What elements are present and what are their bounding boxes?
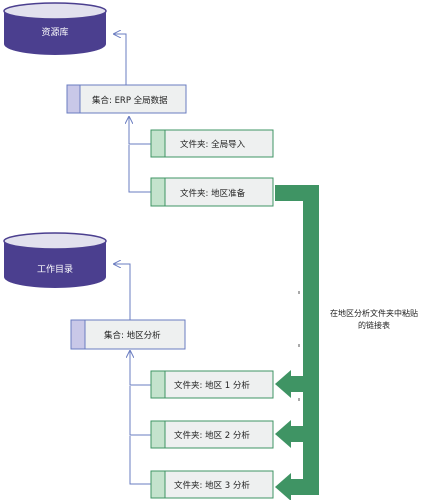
work-directory-cylinder: 工作目录	[3, 232, 107, 288]
connectors-top	[114, 34, 151, 193]
paste-annotation: 在地区分析文件夹中粘贴 的链接表	[330, 308, 418, 330]
paste-link-arrow	[275, 185, 319, 500]
collection-label: 集合: 地区分析	[104, 330, 161, 341]
folder-region-2-analysis[interactable]: 文件夹: 地区 2 分析	[150, 420, 274, 449]
annotation-line-1: 在地区分析文件夹中粘贴	[330, 308, 418, 318]
connectors-bottom	[114, 264, 151, 485]
folder-label: 文件夹: 全局导入	[180, 139, 246, 150]
collection-label: 集合: ERP 全局数据	[92, 95, 168, 106]
collection-region-analysis[interactable]: 集合: 地区分析	[70, 319, 186, 350]
folder-label: 文件夹: 地区 2 分析	[174, 430, 250, 441]
repository-label: 资源库	[41, 26, 68, 38]
work-directory-label: 工作目录	[37, 263, 73, 275]
annotation-line-2: 的链接表	[358, 320, 390, 330]
folder-label: 文件夹: 地区 3 分析	[174, 480, 250, 491]
folder-region-3-analysis[interactable]: 文件夹: 地区 3 分析	[150, 470, 274, 499]
folder-region-1-analysis[interactable]: 文件夹: 地区 1 分析	[150, 370, 274, 399]
folder-label: 文件夹: 地区 1 分析	[174, 380, 250, 391]
collection-erp-global[interactable]: 集合: ERP 全局数据	[66, 84, 187, 114]
folder-global-import[interactable]: 文件夹: 全局导入	[150, 129, 274, 158]
repository-cylinder-top: 资源库	[3, 2, 107, 55]
folder-label: 文件夹: 地区准备	[180, 188, 246, 199]
folder-region-prep[interactable]: 文件夹: 地区准备	[150, 177, 274, 207]
